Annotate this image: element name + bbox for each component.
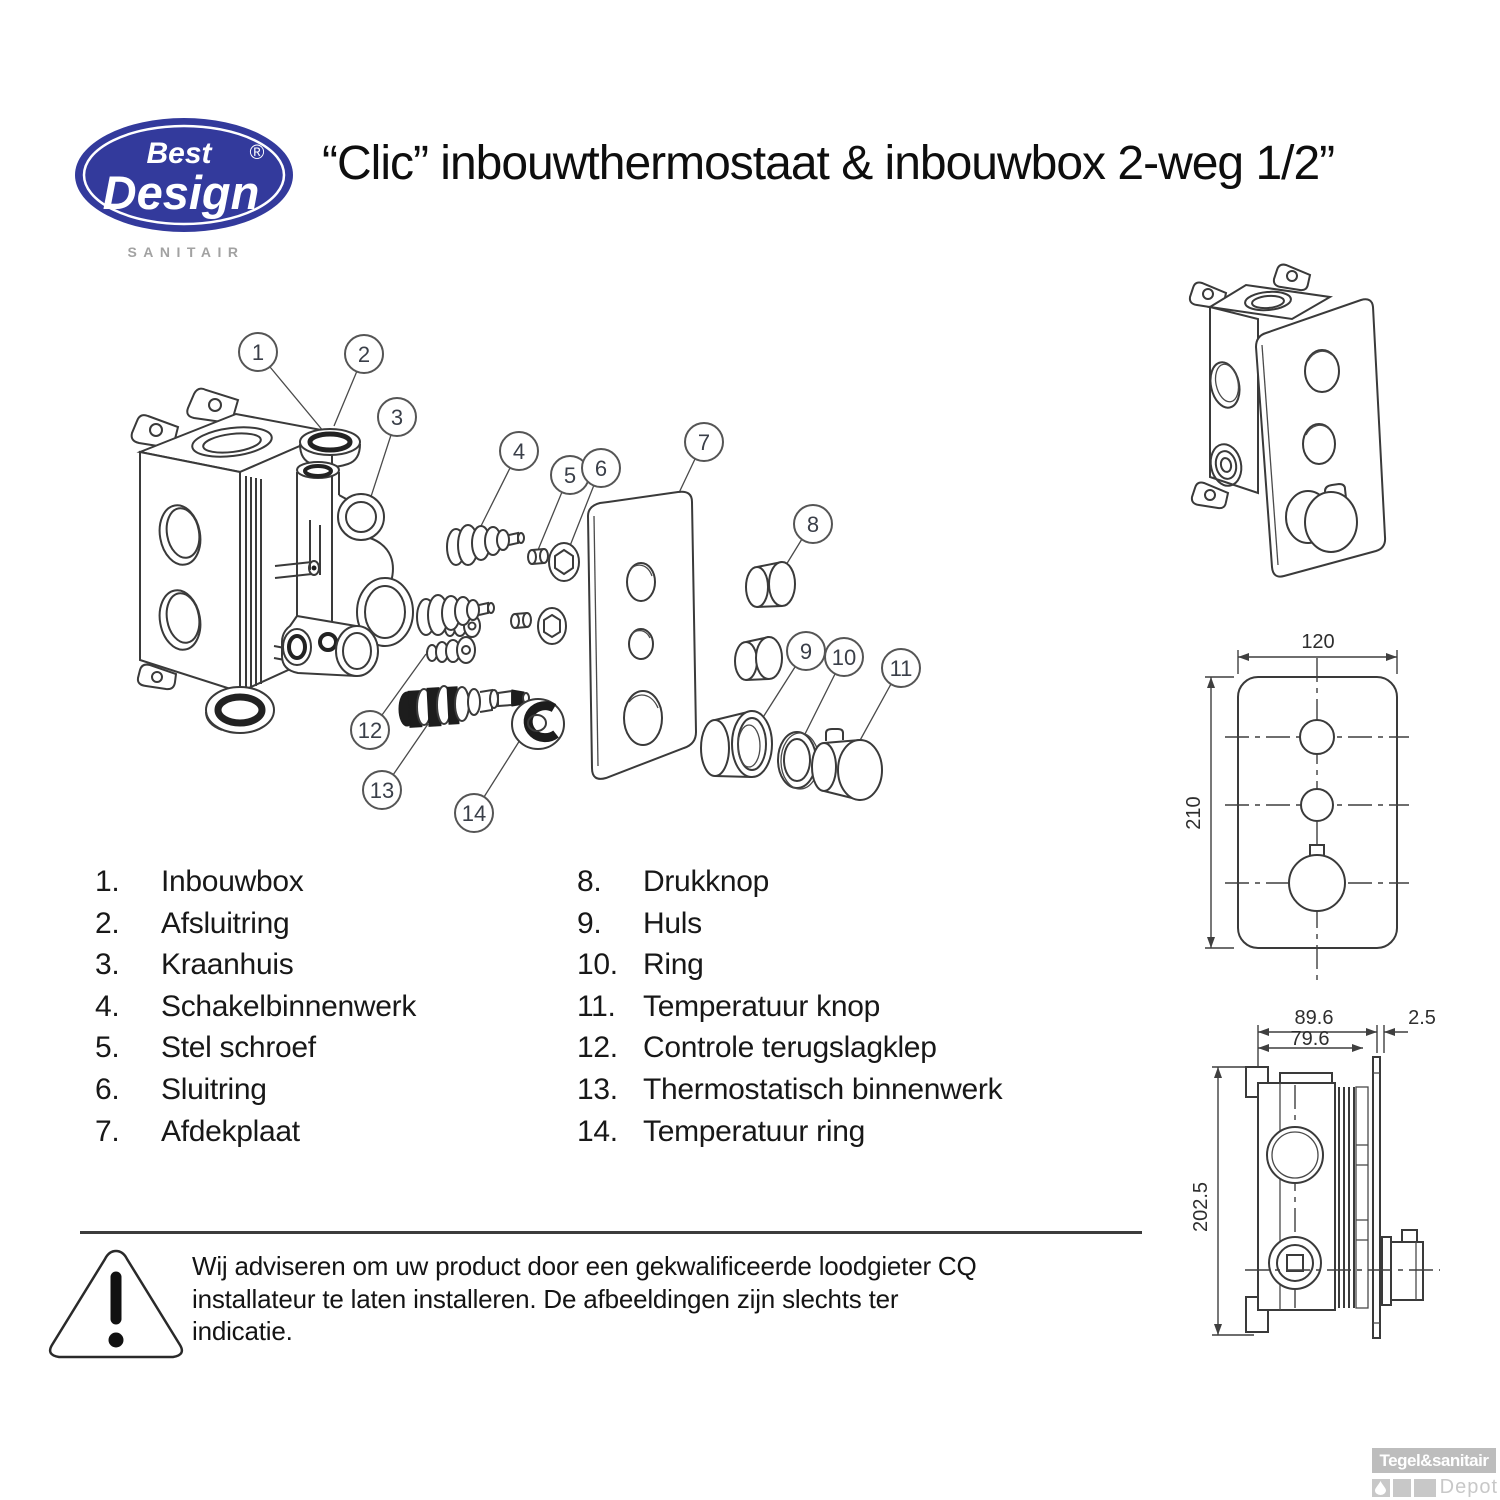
warning-line: indicatie. xyxy=(192,1316,293,1346)
part-8-drukknop xyxy=(734,561,796,681)
callout-8: 8 xyxy=(793,504,833,544)
callout-6: 6 xyxy=(581,448,621,488)
part-label: Huls xyxy=(643,906,702,940)
svg-text:7: 7 xyxy=(698,430,710,455)
parts-list-item: 8.Drukknop xyxy=(577,861,1097,903)
part-4-schakelbinnenwerk xyxy=(416,524,525,636)
tegel-sanitair-watermark: Tegel&sanitair Depot xyxy=(1372,1448,1498,1499)
part-11-temperatuur-knop xyxy=(811,728,883,801)
part-14-temperatuur-ring xyxy=(511,698,565,750)
svg-text:6: 6 xyxy=(595,456,607,481)
watermark-depot: Depot xyxy=(1439,1476,1499,1498)
svg-text:10: 10 xyxy=(832,645,856,670)
watermark-square xyxy=(1392,1478,1411,1497)
part-label: Afsluitring xyxy=(161,906,290,940)
warning-line: Wij adviseren om uw product door een gek… xyxy=(192,1251,977,1281)
parts-list-item: 12.Controle terugslagklep xyxy=(577,1027,1097,1069)
watermark-square xyxy=(1413,1478,1436,1497)
logo-tagline: SANITAIR xyxy=(127,244,244,260)
part-label: Schakelbinnenwerk xyxy=(161,989,417,1023)
callout-5: 5 xyxy=(550,455,590,495)
side-dimension-view: 89.6 2.5 79.6 202.5 xyxy=(1190,1007,1440,1339)
dim-height-label: 210 xyxy=(1185,796,1205,829)
parts-list-item: 11.Temperatuur knop xyxy=(577,986,1097,1028)
logo-text-design: Design xyxy=(103,166,260,219)
part-label: Temperatuur knop xyxy=(643,989,881,1023)
dim-side-height-label: 202.5 xyxy=(1190,1182,1212,1232)
part-label: Ring xyxy=(643,948,704,982)
svg-text:14: 14 xyxy=(462,801,486,826)
logo-oval xyxy=(75,118,293,232)
svg-text:9: 9 xyxy=(800,639,812,664)
registered-mark-icon: ® xyxy=(250,142,265,164)
part-label: Temperatuur ring xyxy=(643,1114,865,1148)
callout-4: 4 xyxy=(499,431,539,471)
dim-inner-depth-label: 79.6 xyxy=(1291,1028,1330,1050)
parts-list-item: 10.Ring xyxy=(577,944,1097,986)
part-7-afdekplaat xyxy=(586,490,698,780)
part-label: Sluitring xyxy=(161,1072,267,1106)
parts-list-column-2: 8.Drukknop 9.Huls 10.Ring 11.Temperatuur… xyxy=(577,861,1097,1152)
parts-list-item: 6.Sluitring xyxy=(95,1069,565,1111)
part-label: Thermostatisch binnenwerk xyxy=(643,1072,1003,1106)
dim-width-label: 120 xyxy=(1301,631,1334,653)
part-label: Kraanhuis xyxy=(161,948,294,982)
parts-list-item: 5.Stel schroef xyxy=(95,1027,565,1069)
callout-2: 2 xyxy=(344,334,384,374)
dim-outer-depth-label: 89.6 xyxy=(1295,1007,1334,1029)
parts-list-item: 2.Afsluitring xyxy=(95,903,565,945)
callouts: 1 2 3 4 5 6 7 8 9 10 11 12 13 14 xyxy=(238,332,921,833)
warning-text: Wij adviseren om uw product door een gek… xyxy=(192,1250,1052,1348)
part-9-huls xyxy=(700,710,773,778)
callout-3: 3 xyxy=(377,397,417,437)
parts-list-item: 13.Thermostatisch binnenwerk xyxy=(577,1069,1097,1111)
svg-text:4: 4 xyxy=(513,439,525,464)
part-5-stel-schroef xyxy=(510,548,549,629)
part-6-sluitring xyxy=(537,542,580,645)
svg-text:13: 13 xyxy=(370,778,394,803)
parts-list-item: 3.Kraanhuis xyxy=(95,944,565,986)
svg-text:12: 12 xyxy=(358,718,382,743)
part-13-thermostatisch-binnenwerk xyxy=(398,685,530,728)
svg-text:3: 3 xyxy=(391,405,403,430)
part-label: Controle terugslagklep xyxy=(643,1031,937,1065)
svg-text:2: 2 xyxy=(358,342,370,367)
logo-text-best: Best xyxy=(146,137,213,170)
callout-7: 7 xyxy=(684,422,724,462)
callout-11: 11 xyxy=(881,648,921,688)
front-dimension-view: 120 210 xyxy=(1185,631,1409,980)
page-title: “Clic” inbouwthermostaat & inbouwbox 2-w… xyxy=(322,137,1335,190)
callout-1: 1 xyxy=(238,332,278,372)
parts-list-item: 4.Schakelbinnenwerk xyxy=(95,986,565,1028)
parts-list-item: 1.Inbouwbox xyxy=(95,861,565,903)
callout-12: 12 xyxy=(350,710,390,750)
part-label: Inbouwbox xyxy=(161,865,304,898)
assembled-3d-view xyxy=(1188,263,1387,578)
part-label: Afdekplaat xyxy=(161,1114,300,1148)
warning-line: installateur te laten installeren. De af… xyxy=(192,1283,899,1314)
exploded-view-diagram: 1 2 3 4 5 6 7 8 9 10 11 12 13 14 xyxy=(130,332,921,833)
svg-text:5: 5 xyxy=(564,463,576,488)
parts-list-item: 7.Afdekplaat xyxy=(95,1111,565,1153)
warning-triangle-icon xyxy=(48,1249,184,1359)
droplet-icon xyxy=(1372,1478,1390,1497)
parts-list-item: 14.Temperatuur ring xyxy=(577,1111,1097,1153)
watermark-brand: Tegel&sanitair xyxy=(1372,1448,1496,1473)
callout-9: 9 xyxy=(786,631,826,671)
part-label: Stel schroef xyxy=(161,1031,316,1065)
parts-list-column-1: 1.Inbouwbox 2.Afsluitring 3.Kraanhuis 4.… xyxy=(95,861,565,1152)
part-3-kraanhuis xyxy=(281,461,414,678)
part-label: Drukknop xyxy=(643,865,769,898)
svg-text:1: 1 xyxy=(252,340,264,365)
callout-10: 10 xyxy=(824,637,864,677)
callout-13: 13 xyxy=(362,770,402,810)
svg-text:11: 11 xyxy=(890,656,913,681)
callout-14: 14 xyxy=(454,793,494,833)
best-design-logo: Best ® Design SANITAIR xyxy=(75,118,293,260)
svg-text:8: 8 xyxy=(807,512,819,537)
dim-plate-thickness-label: 2.5 xyxy=(1408,1007,1436,1029)
section-divider xyxy=(80,1231,1142,1234)
parts-list-item: 9.Huls xyxy=(577,903,1097,945)
